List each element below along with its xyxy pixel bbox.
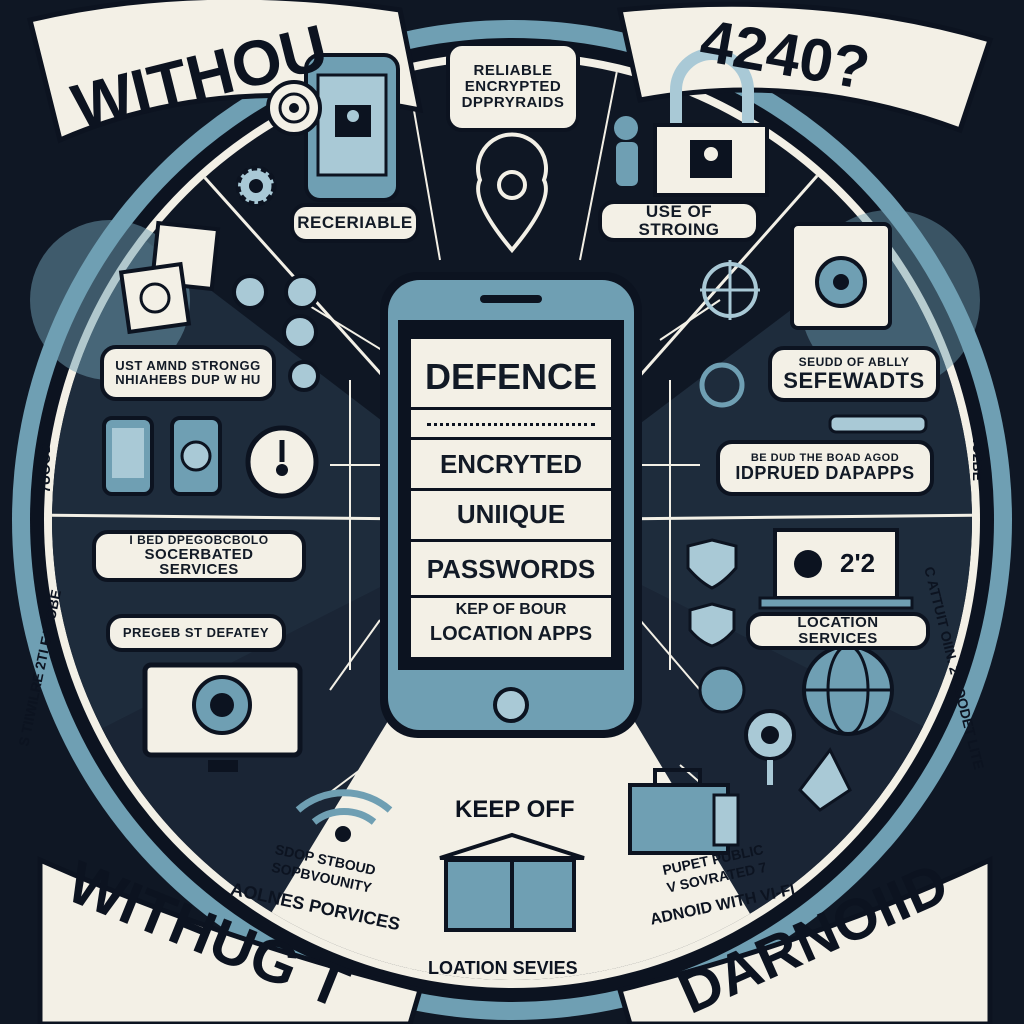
banner-top-right [616,1,994,134]
label-line: SEFEWADTS [783,367,925,393]
gear-icon [235,165,277,207]
shield-icon [686,538,738,648]
laptop-code: 2'2 [840,548,876,578]
label-line: IDPRUED DAPAPPS [735,463,915,484]
phone-title: DEFENCE [411,347,611,410]
location-pin-icon [476,132,548,254]
label-line: ENCRYPTED [464,78,562,96]
label-line: SEUDD OF ABLLY [798,355,910,370]
monitor-fingerprint-icon [142,662,303,772]
phone-lock-icon [266,53,400,202]
label-idprued-dapapps: BE DUD THE BOAD AGOD IDPRUED DAPAPPS [716,440,934,496]
fingerprint-cards-icon [30,220,221,380]
label-lotation-servies: LOATION SEVIES [428,958,578,978]
phone-footer-line-2: LOCATION APPS [429,623,593,645]
label-line: RELIABLE [473,62,553,80]
label-line: UST AMND STRONGG [115,358,261,374]
label-keep-off: KEEP OFF [455,796,575,823]
banner-top-left [26,0,424,144]
label-line: SOCERBATED SERVICES [144,545,254,579]
banner-bottom-right [616,856,993,1024]
label-receriable: RECERIABLE [290,203,420,243]
emblem-icon [699,362,928,434]
suitcase-icon [628,768,740,855]
label-location-services: LOCATION SERVICES [746,612,930,650]
label-sefewadts: SEUDD OF ABLLY SEFEWADTS [768,346,940,402]
label-line: NHIAHEBS DUP W HU [115,372,261,387]
label-pregeb: PREGEB ST DEFATEY [106,614,286,652]
phone-footer-line-1: KEP OF BOUR [455,601,567,618]
timer-icon [245,425,319,499]
label-line: BE DUD THE BOAD AGOD [750,451,900,464]
phone-row-unique: UNIIQUE [411,489,611,542]
banner-bottom-left [37,856,424,1024]
label-socerbated-services: I BED DPEGOBCBOLO SOCERBATED SERVICES [92,530,306,582]
small-phones-icon [102,416,222,496]
phone-row-encrypted: ENCRYTED [411,437,611,491]
label-line: I BED DPEGOBCBOLO [129,532,269,547]
label-use-of-strong: USE OF STROING [598,200,760,242]
phone-divider [427,423,595,426]
side-text-left-top: 7UOOD [36,443,53,493]
wifi-icon [295,789,393,842]
padlock-icon [614,48,769,197]
webcam-icon [744,709,852,812]
label-ust-and-strong: UST AMND STRONGG NHIAHEBS DUP W HU [100,345,276,401]
side-text-right-top: 2O2BE [969,435,986,481]
open-book-icon [439,832,585,932]
phone-row-passwords: PASSWORDS [411,543,611,598]
phone-screen: DEFENCE ENCRYTED UNIIQUE PASSWORDS KEP O… [408,336,614,660]
crosshair-icon [700,260,760,320]
label-reliable-encrypted: RELIABLE ENCRYPTED DPPRYRAIDS [446,42,580,132]
laptop-icon [758,528,914,610]
label-line: DPPRYRAIDS [461,93,565,111]
round-buttons-icon [232,274,320,392]
tablet-icon [790,210,980,390]
